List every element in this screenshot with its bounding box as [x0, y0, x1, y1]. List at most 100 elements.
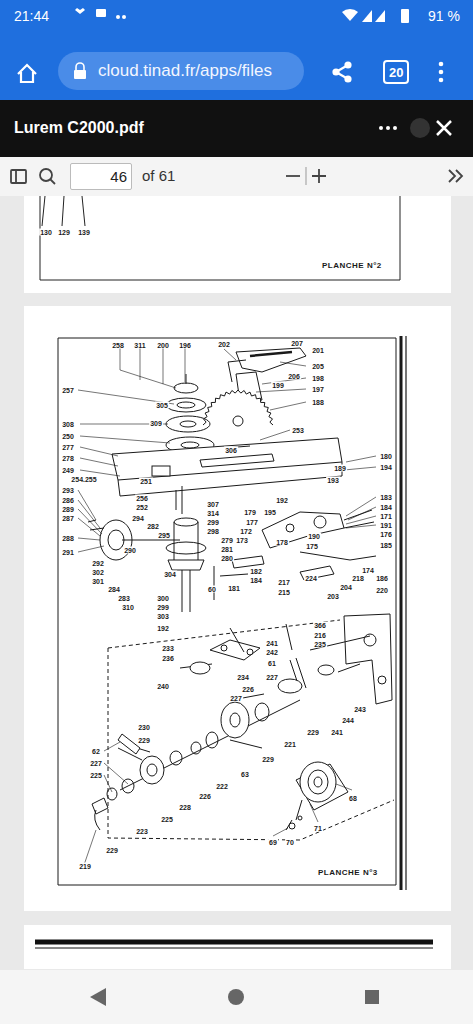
callout-number: 225 [89, 772, 103, 779]
callout-number: 199 [271, 382, 285, 389]
callout-number: 256 [135, 495, 149, 502]
callout-number: 299 [206, 519, 220, 526]
callout-number: 258 [111, 342, 125, 349]
callout-number: 307 [206, 501, 220, 508]
callout-number: 71 [313, 825, 323, 832]
callout-number: 290 [123, 547, 137, 554]
callout-number: 294 [131, 515, 145, 522]
callout-number: 181 [227, 585, 241, 592]
leader-lines [78, 345, 376, 865]
callout-number: 280 [220, 555, 234, 562]
callout-number: 198 [311, 375, 325, 382]
callout-number: 172 [239, 528, 253, 535]
callout-number: 229 [137, 737, 151, 744]
callout-number: 176 [379, 531, 393, 538]
pdf-bar-icons [379, 118, 451, 138]
callout-number: 179 [243, 509, 257, 516]
callout-number: 314 [206, 510, 220, 517]
callout-number: 192 [275, 497, 289, 504]
callout-number: 288 [61, 535, 75, 542]
page-4-rule [35, 948, 433, 949]
callout-number: 254.255 [70, 476, 97, 483]
callout-number: 302 [91, 569, 105, 576]
page-2-bottom [24, 196, 451, 293]
callout-number: 295 [157, 532, 171, 539]
tab-counter: 20 [383, 60, 409, 84]
callout-number: 229 [306, 729, 320, 736]
node-text: 46 [110, 168, 127, 185]
callout-number: 293 [61, 487, 75, 494]
callout-number: 205 [311, 363, 325, 370]
callout-number: 177 [245, 519, 259, 526]
browser-bar [0, 0, 473, 100]
callout-number: 219 [78, 863, 92, 870]
page-4-rule [35, 940, 433, 945]
callout-number: 283 [117, 595, 131, 602]
callout-number: 278 [61, 455, 75, 462]
callout-number: 257 [61, 387, 75, 394]
callout-number: 226 [241, 686, 255, 693]
callout-number: 204 [339, 584, 353, 591]
callout-number: 207 [290, 340, 304, 347]
callout-number: 180 [379, 453, 393, 460]
callout-number: 218 [351, 575, 365, 582]
page-3 [24, 306, 451, 911]
callout-number: 201 [311, 347, 325, 354]
plate-2-frame [40, 196, 400, 280]
callout-number: 236 [161, 655, 175, 662]
callout-number: 215 [277, 589, 291, 596]
callout-number: 223 [135, 828, 149, 835]
callout-number: 287 [61, 515, 75, 522]
callout-number: 298 [206, 528, 220, 535]
callout-number: 175 [305, 543, 319, 550]
callout-number: 189 [333, 465, 347, 472]
callout-number: 194 [379, 464, 393, 471]
callout-number: 229 [105, 847, 119, 854]
callout-number: 195 [263, 509, 277, 516]
callout-number: 281 [220, 546, 234, 553]
callout-number: 68 [348, 795, 358, 802]
callout-number: 229 [261, 756, 275, 763]
callout-number: 171 [379, 513, 393, 520]
callout-number: 251 [139, 478, 153, 485]
ui-text: 21:44 [14, 9, 49, 23]
callout-number: 277 [61, 444, 75, 451]
callout-number: 203 [326, 593, 340, 600]
callout-number: 60 [207, 586, 217, 593]
callout-number: 221 [283, 741, 297, 748]
callout-number: 192 [156, 625, 170, 632]
ui-text: Lurem C2000.pdf [14, 120, 144, 136]
node-text: 20 [389, 65, 403, 80]
callout-number: 227 [265, 674, 279, 681]
callout-number: 244 [341, 717, 355, 724]
callout-number: 61 [267, 660, 277, 667]
callout-number: 242 [265, 649, 279, 656]
callout-number: 227 [229, 695, 243, 702]
callout-number: 233 [161, 645, 175, 652]
callout-number: 243 [353, 706, 367, 713]
callout-number: 185 [379, 542, 393, 549]
callout-number: 227 [89, 760, 103, 767]
callout-number: 299 [156, 604, 170, 611]
callout-number: 191 [379, 522, 393, 529]
callout-number: 253 [291, 427, 305, 434]
ui-text: of 61 [142, 168, 175, 183]
callout-number: 222 [215, 783, 229, 790]
callout-number: 190 [307, 533, 321, 540]
page-number-field: 46 [70, 163, 132, 190]
callout-number: 249 [61, 467, 75, 474]
saw-exploded-view [88, 348, 394, 840]
callout-number: 300 [156, 595, 170, 602]
callout-number: 183 [379, 494, 393, 501]
callout-number: 200 [156, 342, 170, 349]
callout-number: 196 [178, 342, 192, 349]
callout-number: 206 [287, 373, 301, 380]
node-text: cloud.tinad.fr/apps/files [98, 61, 272, 81]
callout-number: 252 [135, 504, 149, 511]
callout-number: 226 [198, 793, 212, 800]
menu-dots [439, 62, 444, 83]
url-pill [58, 52, 304, 90]
callout-number: 228 [178, 804, 192, 811]
callout-number: 241 [330, 729, 344, 736]
callout-number: 69 [268, 839, 278, 846]
